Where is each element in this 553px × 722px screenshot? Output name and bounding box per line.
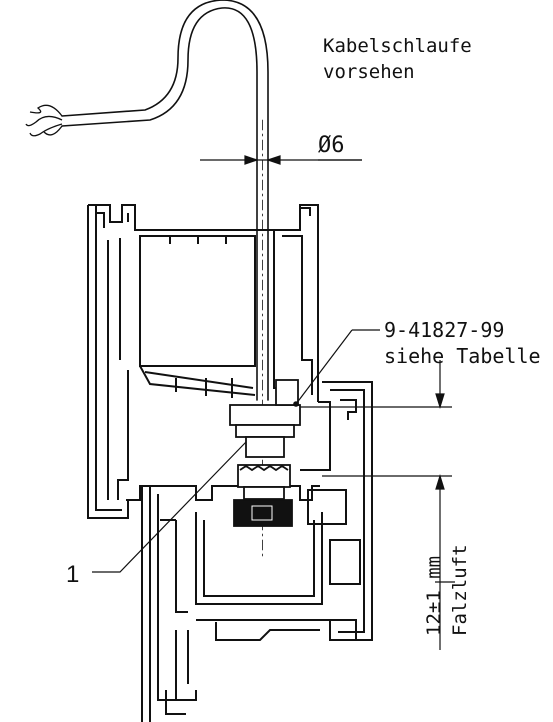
- diameter-dimension: [200, 155, 362, 165]
- gap-value-label: 12±1 mm: [423, 556, 445, 636]
- part-number-label: 9-41827-99: [384, 318, 504, 342]
- diameter-label: Ø6: [318, 133, 345, 158]
- gap-name-label: Falzluft: [449, 544, 471, 636]
- cable-wire-ends: [25, 104, 63, 137]
- cable-loop-label-line2: vorsehen: [323, 61, 415, 83]
- frame-profile: [141, 381, 373, 722]
- connector-assembly: [229, 379, 301, 527]
- sash-profile: [87, 204, 319, 519]
- gap-dimension: [300, 360, 455, 650]
- callout-number-1: 1: [66, 561, 79, 588]
- part-number-leader: [293, 329, 380, 407]
- callout-1-leader: [92, 441, 247, 573]
- part-table-label: siehe Tabelle: [384, 344, 541, 368]
- cable-loop-label-line1: Kabelschlaufe: [323, 35, 472, 57]
